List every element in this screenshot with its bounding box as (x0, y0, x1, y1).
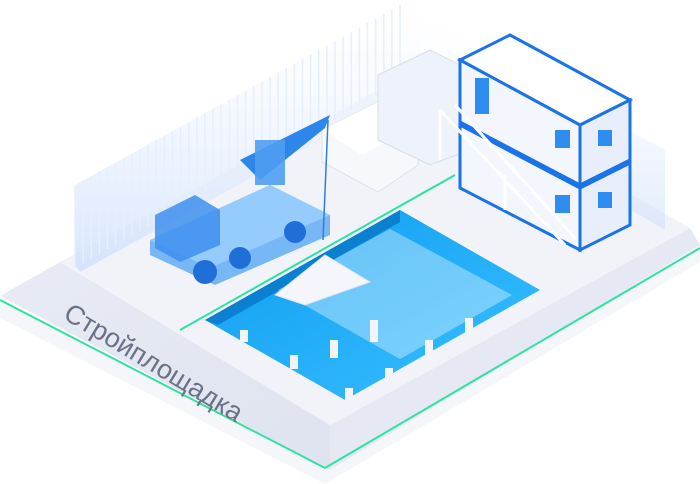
green-zone-line (179, 174, 456, 331)
foundation-pit (205, 210, 540, 400)
slab-being-lifted (273, 254, 372, 306)
stacked-panels (321, 49, 471, 193)
crane-truck (150, 115, 330, 285)
stairs (438, 103, 577, 247)
green-edge-line (0, 247, 700, 470)
modular-cabins (438, 33, 634, 253)
